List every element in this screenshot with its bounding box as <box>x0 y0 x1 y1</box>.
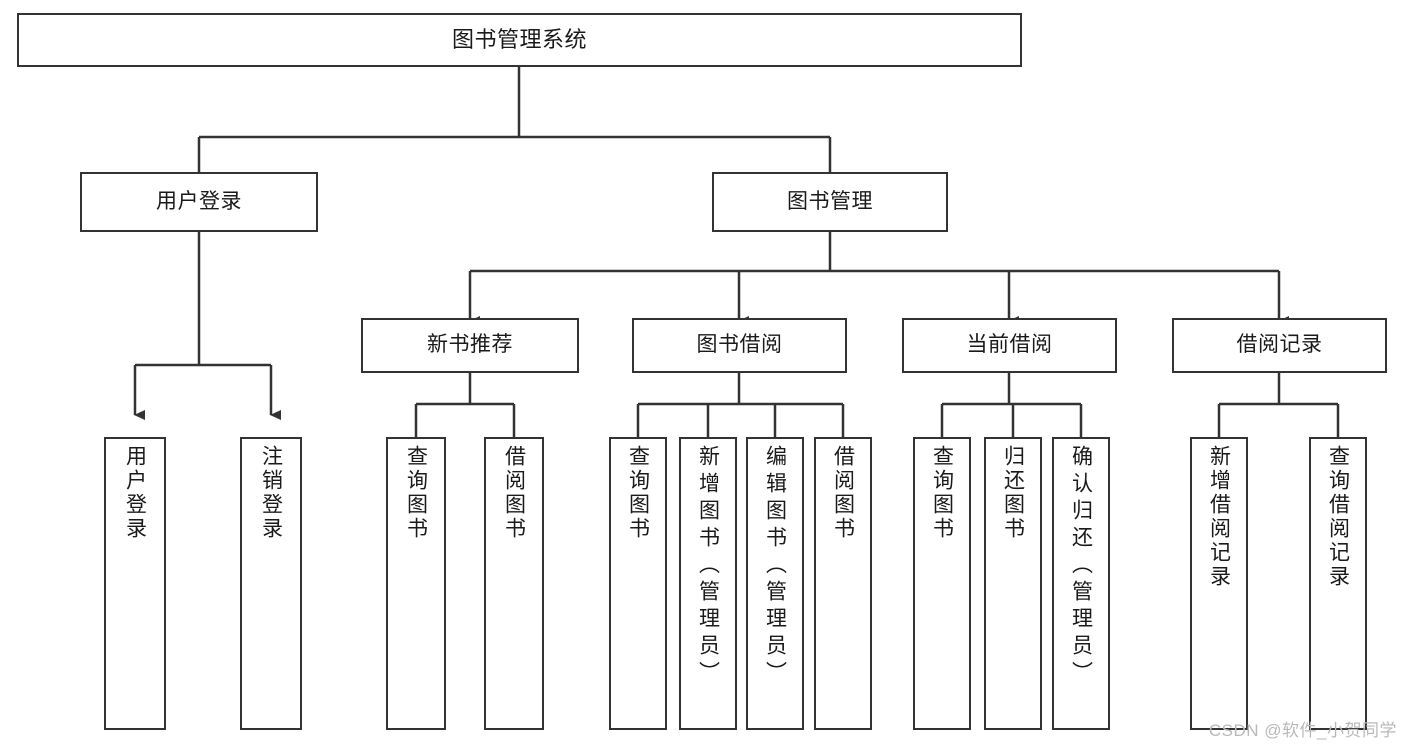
leaf-borrow-book-1[interactable]: 借阅图书 <box>484 437 544 730</box>
node-book-manage-label: 图书管理 <box>787 189 873 213</box>
leaf-add-book[interactable]: 新增图书（管理员） <box>679 437 737 730</box>
node-root[interactable]: 图书管理系统 <box>17 13 1022 67</box>
node-user-login[interactable]: 用户登录 <box>80 172 318 232</box>
node-book-borrow[interactable]: 图书借阅 <box>632 318 847 373</box>
leaf-logout-login-label: 注销登录 <box>259 445 283 541</box>
node-current-borrow-label: 当前借阅 <box>966 333 1053 357</box>
leaf-return-book[interactable]: 归还图书 <box>984 437 1042 730</box>
node-user-login-label: 用户登录 <box>156 189 242 213</box>
leaf-logout-login[interactable]: 注销登录 <box>240 437 302 730</box>
leaf-query-book-2-label: 查询图书 <box>626 445 650 541</box>
node-new-book-recommend[interactable]: 新书推荐 <box>361 318 579 373</box>
leaf-user-login-label: 用户登录 <box>123 445 147 541</box>
node-book-manage[interactable]: 图书管理 <box>712 172 948 232</box>
node-book-borrow-label: 图书借阅 <box>696 333 783 357</box>
node-root-label: 图书管理系统 <box>451 27 587 53</box>
leaf-add-record[interactable]: 新增借阅记录 <box>1190 437 1248 730</box>
leaf-query-record[interactable]: 查询借阅记录 <box>1309 437 1367 730</box>
leaf-add-book-label: 新增图书（管理员） <box>696 445 720 688</box>
leaf-borrow-book-2-label: 借阅图书 <box>831 445 855 541</box>
node-borrow-record-label: 借阅记录 <box>1236 333 1323 357</box>
leaf-borrow-book-2[interactable]: 借阅图书 <box>814 437 872 730</box>
leaf-query-book-3[interactable]: 查询图书 <box>913 437 971 730</box>
leaf-confirm-return[interactable]: 确认归还（管理员） <box>1052 437 1110 730</box>
leaf-return-book-label: 归还图书 <box>1001 445 1025 541</box>
node-current-borrow[interactable]: 当前借阅 <box>902 318 1117 373</box>
node-new-book-recommend-label: 新书推荐 <box>427 333 513 357</box>
leaf-edit-book[interactable]: 编辑图书（管理员） <box>746 437 804 730</box>
leaf-query-book-1[interactable]: 查询图书 <box>386 437 446 730</box>
leaf-confirm-return-label: 确认归还（管理员） <box>1069 445 1093 688</box>
node-borrow-record[interactable]: 借阅记录 <box>1172 318 1387 373</box>
leaf-query-record-label: 查询借阅记录 <box>1326 445 1350 589</box>
leaf-query-book-3-label: 查询图书 <box>930 445 954 541</box>
leaf-edit-book-label: 编辑图书（管理员） <box>763 445 787 688</box>
leaf-query-book-1-label: 查询图书 <box>404 445 428 541</box>
leaf-user-login[interactable]: 用户登录 <box>104 437 166 730</box>
leaf-add-record-label: 新增借阅记录 <box>1207 445 1231 589</box>
watermark: CSDN @软件_小贺同学 <box>1208 721 1397 740</box>
leaf-borrow-book-1-label: 借阅图书 <box>502 445 526 541</box>
leaf-query-book-2[interactable]: 查询图书 <box>609 437 667 730</box>
